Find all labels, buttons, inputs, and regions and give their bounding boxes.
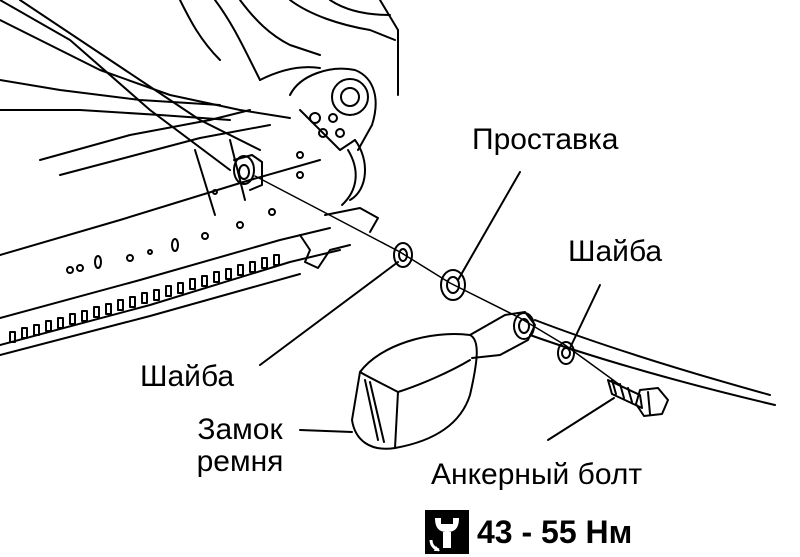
rail-bracket xyxy=(299,207,379,269)
label-buckle-line2: ремня xyxy=(196,445,284,478)
anchor-bolt xyxy=(607,379,669,417)
assembly-axis xyxy=(254,175,621,386)
leader-lines xyxy=(259,171,615,441)
torque-spec: 43 - 55 Нм xyxy=(425,510,632,554)
leader-buckle xyxy=(299,429,353,433)
torque-value: 43 - 55 Нм xyxy=(477,514,633,550)
washer-left xyxy=(393,242,413,268)
rail-holes xyxy=(66,151,304,274)
label-anchor-bolt: Анкерный болт xyxy=(431,458,643,491)
label-washer-right: Шайба xyxy=(568,235,663,268)
seat-rail xyxy=(0,109,341,356)
seat-frame-outline xyxy=(0,0,399,171)
recliner-plate xyxy=(289,67,377,206)
torque-wrench-icon xyxy=(425,510,469,554)
mounting-boss xyxy=(233,154,263,191)
buckle-stalk xyxy=(469,311,776,406)
leader-spacer xyxy=(457,171,521,281)
label-spacer: Проставка xyxy=(472,123,619,156)
spacer xyxy=(440,269,466,301)
leader-washer-left xyxy=(259,261,399,366)
rail-slots xyxy=(9,254,280,343)
label-buckle: Замок ремня xyxy=(182,414,298,478)
leader-washer-right xyxy=(569,284,601,349)
leader-bolt xyxy=(547,397,615,441)
label-buckle-line1: Замок xyxy=(197,413,283,446)
washer-right xyxy=(557,341,575,365)
label-washer-left: Шайба xyxy=(140,360,235,393)
seat-belt-buckle xyxy=(351,333,478,450)
